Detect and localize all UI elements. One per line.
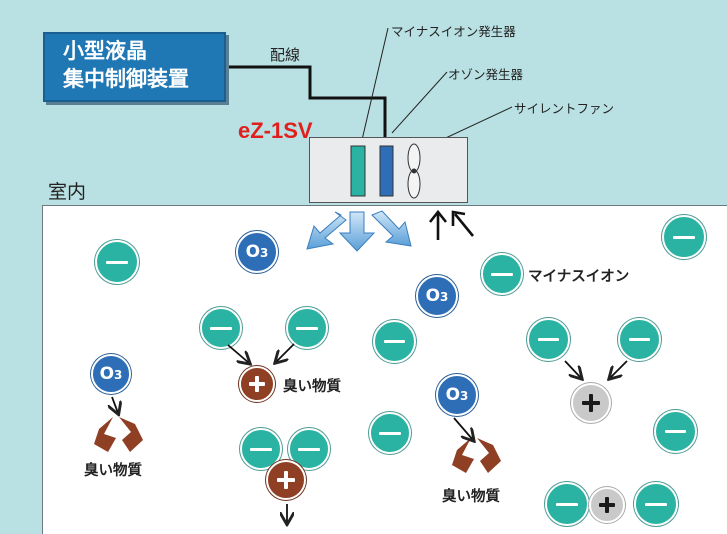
negative-ion [634, 482, 678, 526]
wiring-label: 配線 [270, 46, 301, 64]
ozone-molecule: O3 [436, 374, 478, 416]
arrow [610, 360, 628, 378]
ion-generator-plate [350, 145, 366, 197]
ozone-molecule: O3 [416, 275, 458, 317]
negative-ion [662, 215, 706, 259]
positive-charge-neutralized [571, 383, 611, 423]
negative-ion [95, 240, 139, 284]
odor-label: 臭い物質 [283, 379, 341, 395]
ozone-generator-plate [379, 145, 394, 197]
outflow-arrows [306, 210, 412, 252]
intake-arrows [428, 209, 475, 240]
callout-silent-fan: サイレントファン [514, 101, 615, 116]
negative-ion [369, 412, 411, 454]
arrow [112, 396, 118, 413]
negative-ion-label: マイナスイオン [528, 269, 630, 285]
positive-odor-particle [266, 460, 306, 500]
positive-odor-particle [239, 366, 275, 402]
negative-ion [286, 307, 328, 349]
broken-odor-particle [94, 417, 143, 452]
fan-icon [407, 143, 421, 199]
odor-label: 臭い物質 [442, 489, 500, 505]
controller-box: 小型液晶 集中制御装置 [43, 32, 226, 102]
negative-ion [654, 410, 697, 453]
outflow-arrow-center [338, 211, 376, 252]
controller-line1: 小型液晶 [63, 39, 147, 63]
callout-ion-generator: マイナスイオン発生器 [391, 24, 516, 39]
negative-ion [618, 318, 661, 361]
negative-ion [200, 307, 242, 349]
controller-line2: 集中制御装置 [63, 67, 189, 91]
callout-ozone-generator: オゾン発生器 [448, 67, 524, 82]
arrow [453, 417, 473, 440]
ozone-molecule: O3 [236, 231, 278, 273]
arrow [276, 343, 295, 362]
negative-ion [481, 253, 523, 295]
arrow [564, 360, 581, 378]
model-label: eZ-1SV [238, 118, 313, 143]
positive-charge-neutralized [589, 487, 625, 523]
negative-ion [545, 482, 589, 526]
negative-ion [527, 318, 570, 361]
ozone-molecule: O3 [91, 354, 131, 394]
odor-label: 臭い物質 [84, 463, 142, 479]
wiring-line [226, 65, 387, 137]
outflow-arrow-left [306, 211, 347, 250]
arrow [227, 344, 249, 363]
negative-ion [373, 320, 416, 363]
callout-line-ozone [391, 71, 448, 134]
callout-line-ion [361, 27, 389, 141]
outflow-arrow-right [371, 210, 412, 247]
broken-odor-particle [452, 438, 501, 473]
room-label: 室内 [48, 181, 87, 203]
